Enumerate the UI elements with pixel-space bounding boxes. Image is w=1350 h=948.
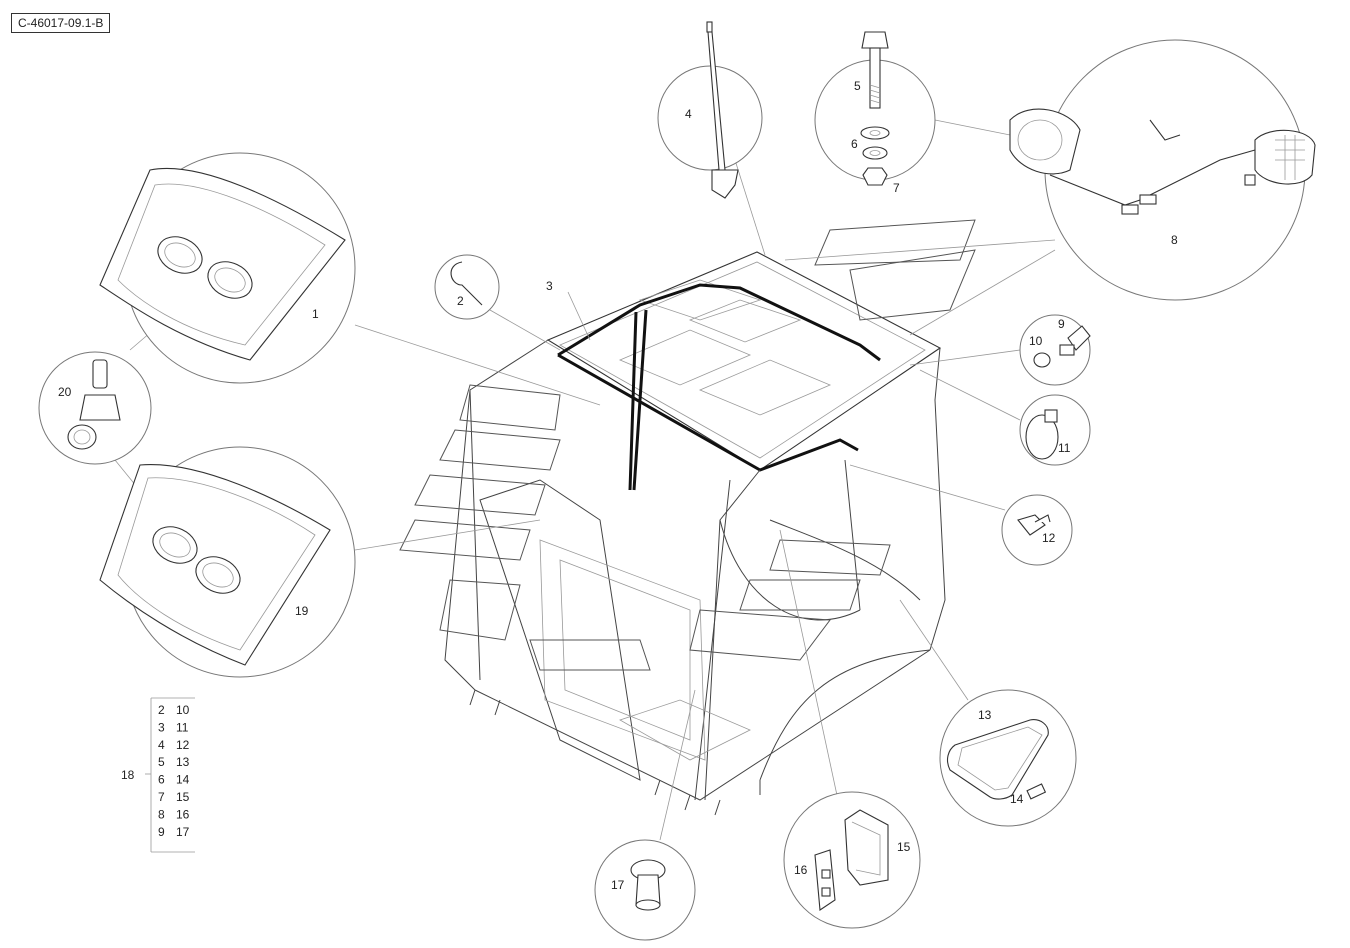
kit-cell: 2 — [158, 703, 165, 717]
kit-rows: 2 10 3 11 4 12 5 13 6 14 7 15 8 16 9 17 — [158, 703, 190, 839]
detail-circle-910 — [1019, 314, 1091, 386]
callout-10: 10 — [1029, 334, 1043, 348]
kit-cell: 17 — [176, 825, 190, 839]
callout-2: 2 — [457, 294, 464, 308]
detail-circle-1516 — [783, 791, 921, 929]
kit-cell: 10 — [176, 703, 190, 717]
kit-label: 18 — [121, 768, 135, 782]
callout-6: 6 — [851, 137, 858, 151]
kit-cell: 8 — [158, 807, 165, 821]
kit-cell: 9 — [158, 825, 165, 839]
callout-5: 5 — [854, 79, 861, 93]
roof-harness — [557, 283, 881, 491]
callout-17: 17 — [611, 878, 625, 892]
detail-circle-1314 — [939, 689, 1077, 827]
kit-cell: 6 — [158, 773, 165, 787]
detail-circle-567 — [814, 31, 936, 186]
kit-cell: 15 — [176, 790, 190, 804]
callout-3: 3 — [546, 279, 553, 293]
detail-circle-19 — [99, 446, 356, 678]
callout-11: 11 — [1058, 441, 1071, 455]
callout-14: 14 — [1010, 792, 1024, 806]
kit-cell: 12 — [176, 738, 190, 752]
callout-8: 8 — [1171, 233, 1178, 247]
callout-labels: 1 2 3 4 5 6 7 8 9 10 11 12 13 14 15 16 1… — [58, 79, 1178, 892]
callout-13: 13 — [978, 708, 992, 722]
callout-7: 7 — [893, 181, 900, 195]
callout-16: 16 — [794, 863, 808, 877]
callout-1: 1 — [312, 307, 319, 321]
kit-cell: 13 — [176, 755, 190, 769]
kit-cell: 5 — [158, 755, 165, 769]
callout-15: 15 — [897, 840, 911, 854]
detail-circle-17 — [594, 839, 696, 941]
cab-frame — [444, 251, 946, 816]
leader-lines — [114, 119, 1056, 841]
detail-circle-2 — [434, 254, 500, 320]
callout-9: 9 — [1058, 317, 1065, 331]
detail-circle-8 — [1009, 39, 1316, 301]
kit-cell: 16 — [176, 807, 190, 821]
detail-circle-4 — [657, 21, 763, 199]
kit-cell: 11 — [176, 720, 189, 734]
kit-cell: 3 — [158, 720, 165, 734]
guard-outline — [399, 219, 976, 671]
detail-circle-11 — [1019, 394, 1091, 466]
callout-19: 19 — [295, 604, 309, 618]
callout-4: 4 — [685, 107, 692, 121]
kit-cell: 7 — [158, 790, 165, 804]
kit-cell: 14 — [176, 773, 190, 787]
drawing-reference: C-46017-09.1-B — [11, 13, 111, 33]
kit-table: 18 2 10 3 11 4 12 5 13 6 14 7 15 8 16 9 17 — [121, 697, 195, 853]
detail-circle-1 — [99, 152, 356, 384]
detail-circle-20 — [38, 351, 152, 465]
callout-20: 20 — [58, 385, 72, 399]
detail-circle-12 — [1001, 494, 1073, 566]
kit-cell: 4 — [158, 738, 165, 752]
callout-12: 12 — [1042, 531, 1056, 545]
